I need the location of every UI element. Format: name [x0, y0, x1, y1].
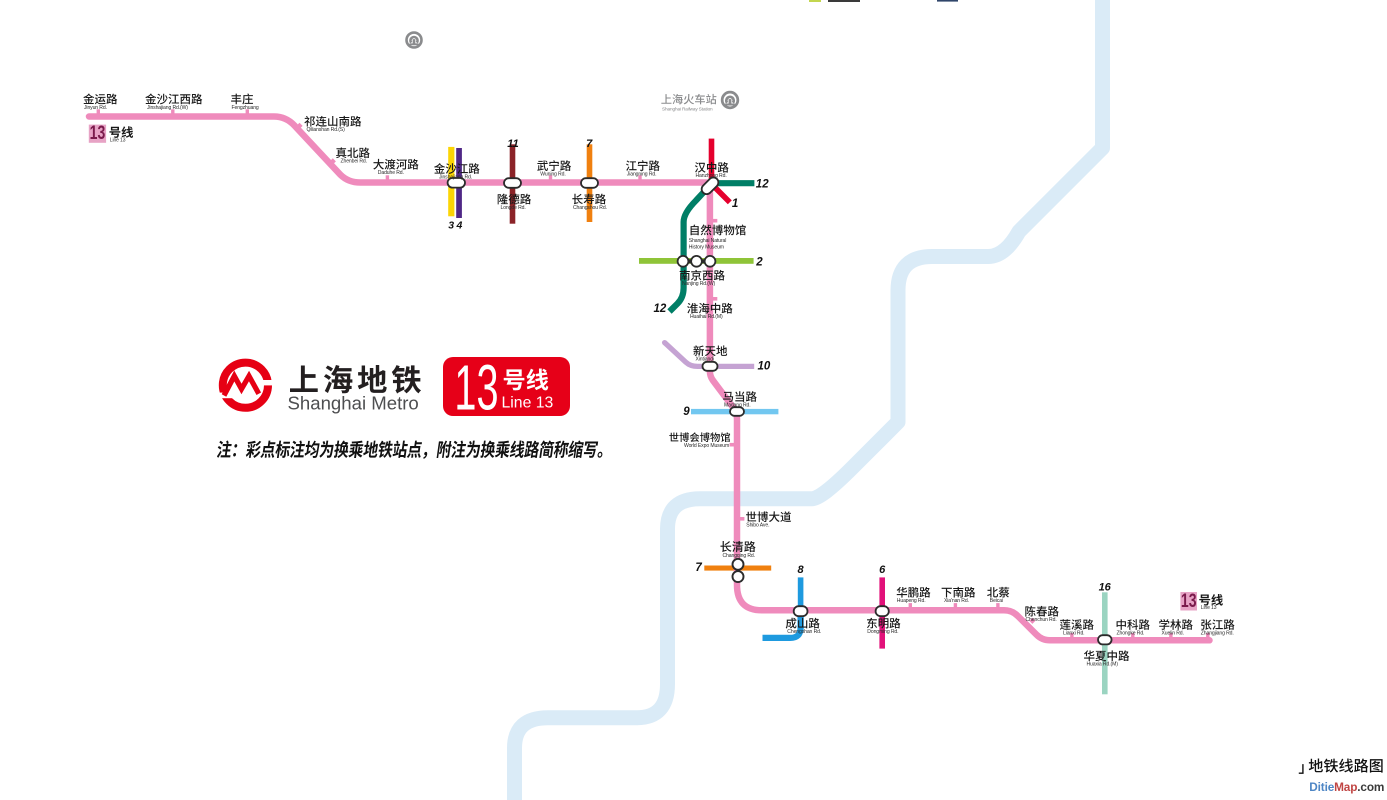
svg-text:Longde Rd.: Longde Rd. — [501, 205, 526, 211]
svg-text:8: 8 — [798, 564, 805, 576]
svg-text:Zhangjiang Rd.: Zhangjiang Rd. — [1201, 630, 1234, 636]
svg-text:History Museum: History Museum — [689, 244, 724, 250]
svg-text:7: 7 — [695, 562, 702, 574]
svg-text:Jinshajiang Rd.(W): Jinshajiang Rd.(W) — [147, 105, 188, 111]
svg-text:Changshou Rd.: Changshou Rd. — [573, 205, 607, 211]
svg-text:Daduhe Rd.: Daduhe Rd. — [378, 170, 404, 176]
svg-text:World Expo Museum: World Expo Museum — [684, 443, 729, 449]
svg-text:12: 12 — [654, 303, 667, 315]
svg-text:13: 13 — [1181, 590, 1197, 612]
svg-text:Shibo Ave.: Shibo Ave. — [746, 523, 769, 529]
svg-text:Chenchun Rd.: Chenchun Rd. — [1026, 617, 1057, 623]
svg-text:Xuelin Rd.: Xuelin Rd. — [1162, 630, 1184, 636]
svg-text:Shanghai Railway Station: Shanghai Railway Station — [662, 107, 713, 112]
svg-text:Huapeng Rd.: Huapeng Rd. — [897, 598, 926, 604]
svg-text:Changqing Rd.: Changqing Rd. — [723, 553, 755, 559]
svg-text:Line 13: Line 13 — [1201, 605, 1217, 611]
svg-text:Xia'nan Rd.: Xia'nan Rd. — [944, 598, 969, 604]
svg-text:2: 2 — [755, 257, 763, 269]
svg-text:Nanjing Rd.(W): Nanjing Rd.(W) — [682, 281, 716, 287]
svg-text:Huaihai Rd.(M): Huaihai Rd.(M) — [690, 314, 723, 320]
svg-text:Jinyun Rd.: Jinyun Rd. — [84, 105, 107, 111]
svg-text:Line 13: Line 13 — [110, 138, 126, 144]
svg-text:16: 16 — [1099, 582, 1112, 594]
svg-text:Line 13: Line 13 — [502, 395, 554, 412]
svg-text:Jinshajiang Rd.: Jinshajiang Rd. — [439, 174, 472, 180]
svg-text:Qilianshan Rd.(S): Qilianshan Rd.(S) — [307, 127, 346, 133]
svg-text:Jiangning Rd.: Jiangning Rd. — [627, 172, 657, 178]
svg-text:13: 13 — [90, 122, 106, 144]
svg-text:Beicai: Beicai — [990, 598, 1003, 604]
svg-text:Chengshan Rd.: Chengshan Rd. — [787, 629, 821, 635]
svg-text:Zhenbei Rd.: Zhenbei Rd. — [341, 159, 367, 165]
svg-text:Fengzhuang: Fengzhuang — [232, 105, 259, 111]
svg-text:13: 13 — [454, 353, 498, 424]
svg-text:Zhongke Rd.: Zhongke Rd. — [1117, 630, 1145, 636]
svg-text:10: 10 — [758, 361, 771, 373]
svg-text:9: 9 — [683, 406, 690, 418]
svg-text:Lianxi Rd.: Lianxi Rd. — [1063, 630, 1084, 636]
svg-text:7: 7 — [586, 138, 593, 150]
svg-text:12: 12 — [756, 179, 769, 191]
svg-text:3: 3 — [448, 219, 454, 231]
svg-text:1: 1 — [732, 198, 738, 210]
svg-text:Dongming Rd.: Dongming Rd. — [867, 629, 898, 635]
svg-text:6: 6 — [879, 564, 886, 576]
svg-text:Shanghai Metro: Shanghai Metro — [288, 393, 419, 414]
svg-text:DitieMap.com: DitieMap.com — [1309, 780, 1384, 794]
svg-text:Wuning Rd.: Wuning Rd. — [540, 172, 565, 178]
svg-text:Hanzhong Rd.: Hanzhong Rd. — [696, 173, 727, 179]
svg-text:4: 4 — [455, 219, 462, 231]
svg-text:11: 11 — [507, 138, 518, 150]
svg-text:Shanghai Natural: Shanghai Natural — [689, 238, 726, 244]
svg-text:Huaxia Rd.(M): Huaxia Rd.(M) — [1087, 662, 1119, 668]
svg-text:Xintiandi: Xintiandi — [696, 357, 714, 363]
svg-text:Madang Rd.: Madang Rd. — [724, 402, 751, 408]
